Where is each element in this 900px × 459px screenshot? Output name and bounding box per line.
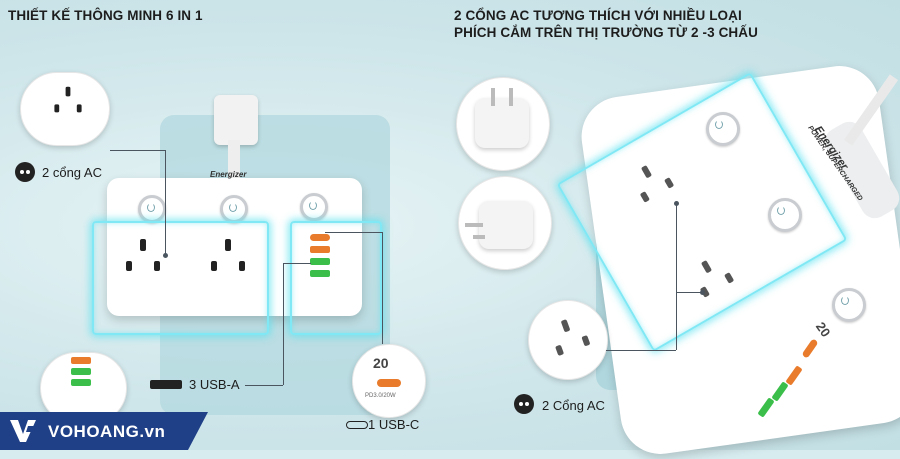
inset-usb-a-3 xyxy=(71,379,91,386)
plug-head xyxy=(214,95,258,145)
right-power-button-2 xyxy=(768,198,802,232)
usb-c-panel-caption: PD3.0/20W xyxy=(365,393,396,399)
usb-a-port-icon xyxy=(150,380,182,389)
inset-usb-a-1 xyxy=(71,357,91,364)
right-power-button-3 xyxy=(832,288,866,322)
right-title-line-1: 2 CỔNG AC TƯƠNG THÍCH VỚI NHIỀU LOẠI xyxy=(454,8,742,23)
usb-c-label: 1 USB-C xyxy=(368,417,420,432)
usb-a-port-3 xyxy=(310,270,330,277)
power-button-3 xyxy=(300,193,328,221)
usba-leader-v xyxy=(283,263,284,385)
usbc-leader-h xyxy=(325,232,382,233)
inset-usb-a-2 xyxy=(71,368,91,375)
ac-outlet-icon xyxy=(15,162,35,182)
right-power-button-1 xyxy=(706,112,740,146)
power-cord xyxy=(228,140,240,180)
plug-adapter-3pin xyxy=(479,201,533,249)
ac-highlight xyxy=(92,221,269,335)
right-ac-inset-socket xyxy=(541,309,600,368)
ac-leader-dot xyxy=(163,253,168,258)
plug-adapter-2pin xyxy=(475,98,529,148)
right-ac-label: 2 Cổng AC xyxy=(542,398,605,413)
usba-leader-h xyxy=(245,385,283,386)
left-title: THIẾT KẾ THÔNG MINH 6 IN 1 xyxy=(8,8,203,23)
right-ac-outlet-icon xyxy=(514,394,534,414)
usb-c-port xyxy=(310,234,330,241)
right-ac-leader-dot-1 xyxy=(674,201,679,206)
inset-usb-c xyxy=(377,379,401,387)
right-ac-inset-circle xyxy=(528,300,608,380)
usb-highlight xyxy=(290,221,382,335)
usb-c-port-icon xyxy=(346,421,368,429)
right-ac-leader-h xyxy=(606,350,676,351)
usb-a-label: 3 USB-A xyxy=(189,377,240,392)
ac-inset-socket xyxy=(50,84,87,121)
usb-a-port-1 xyxy=(310,246,330,253)
right-title-line-2: PHÍCH CẮM TRÊN THỊ TRƯỜNG TỪ 2 -3 CHẤU xyxy=(454,25,758,40)
plug-adapter-3pin-circle xyxy=(458,176,552,270)
usb-c-panel-number: 20 xyxy=(373,355,389,371)
usb-c-inset-circle: 20 PD3.0/20W xyxy=(352,344,426,418)
brand-logo-bar: VOHOANG.vn xyxy=(0,412,208,450)
right-ac-leader-v xyxy=(676,203,677,350)
right-ac-leader-dot-2 xyxy=(700,290,705,295)
usb-a-port-2 xyxy=(310,258,330,265)
brand-logo-text: VOHOANG.vn xyxy=(48,422,166,441)
usba-leader-h2 xyxy=(283,263,311,264)
ac-leader-v xyxy=(165,150,166,255)
ac-socket-2 xyxy=(205,235,251,281)
ac-socket-1 xyxy=(120,235,166,281)
brand-logo-mark-icon xyxy=(10,420,36,442)
usbc-leader-v xyxy=(382,232,383,344)
ac-label: 2 cổng AC xyxy=(42,165,102,180)
ac-leader-h xyxy=(110,150,165,151)
right-ac-leader-h2 xyxy=(676,292,702,293)
power-button-1 xyxy=(138,195,166,223)
power-button-2 xyxy=(220,195,248,223)
brand-name: Energizer xyxy=(210,170,247,179)
plug-adapter-2pin-circle xyxy=(456,77,550,171)
ac-inset-circle xyxy=(20,72,110,146)
